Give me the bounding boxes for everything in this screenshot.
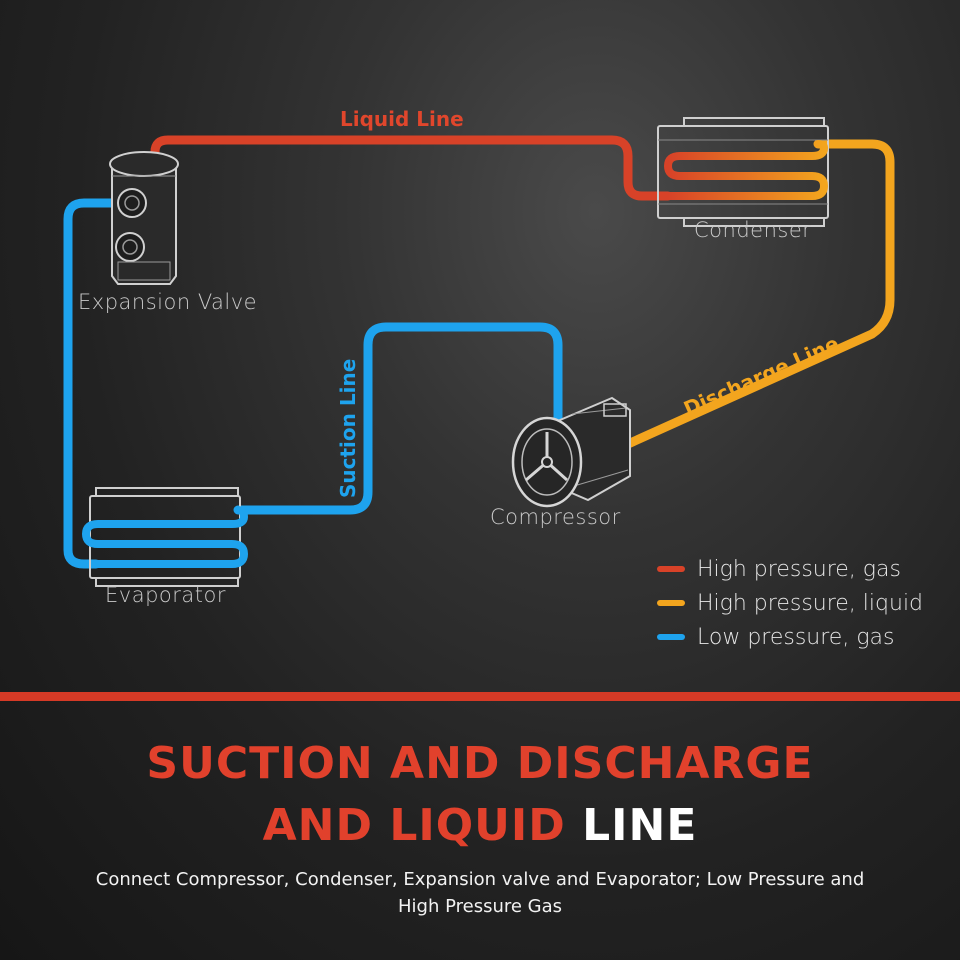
legend-item-high-pressure-liquid: High pressure, liquid	[657, 586, 923, 620]
liquid-line-pipe	[150, 135, 673, 201]
subtitle: Connect Compressor, Condenser, Expansion…	[95, 869, 865, 917]
expansion-to-evaporator-pipe	[63, 198, 117, 569]
condenser-unit	[657, 117, 829, 227]
liquid-line-label: Liquid Line	[340, 107, 464, 131]
expansion-valve-label: Expansion Valve	[78, 290, 258, 314]
section-divider	[0, 692, 960, 701]
legend-item-low-pressure-gas: Low pressure, gas	[657, 620, 923, 654]
heading-line-2-accent: AND LIQUID	[262, 800, 566, 851]
suction-line-pipe	[233, 322, 563, 515]
compressor-unit	[511, 396, 631, 508]
heading-line-1-text: SUCTION AND DISCHARGE	[146, 738, 814, 789]
suction-line-label: Suction Line	[336, 358, 360, 498]
legend-swatch-blue	[657, 634, 685, 640]
legend-swatch-red	[657, 566, 685, 572]
heading-line-2-plain: LINE	[582, 800, 698, 851]
refrigerant-circuit-diagram	[63, 117, 895, 587]
heading-line-2: AND LIQUID LINE	[0, 800, 960, 851]
legend-label: Low pressure, gas	[697, 624, 895, 650]
legend-label: High pressure, gas	[697, 556, 901, 582]
discharge-line-pipe	[623, 139, 895, 449]
heading-line-1: SUCTION AND DISCHARGE	[0, 738, 960, 789]
condenser-label: Condenser	[694, 218, 812, 242]
legend-label: High pressure, liquid	[697, 590, 924, 616]
legend: High pressure, gas High pressure, liquid…	[657, 552, 923, 654]
evaporator-unit	[81, 487, 249, 587]
evaporator-label: Evaporator	[105, 583, 226, 607]
legend-item-high-pressure-gas: High pressure, gas	[657, 552, 923, 586]
expansion-valve-unit	[109, 151, 179, 285]
compressor-label: Compressor	[490, 505, 621, 529]
legend-swatch-orange	[657, 600, 685, 606]
